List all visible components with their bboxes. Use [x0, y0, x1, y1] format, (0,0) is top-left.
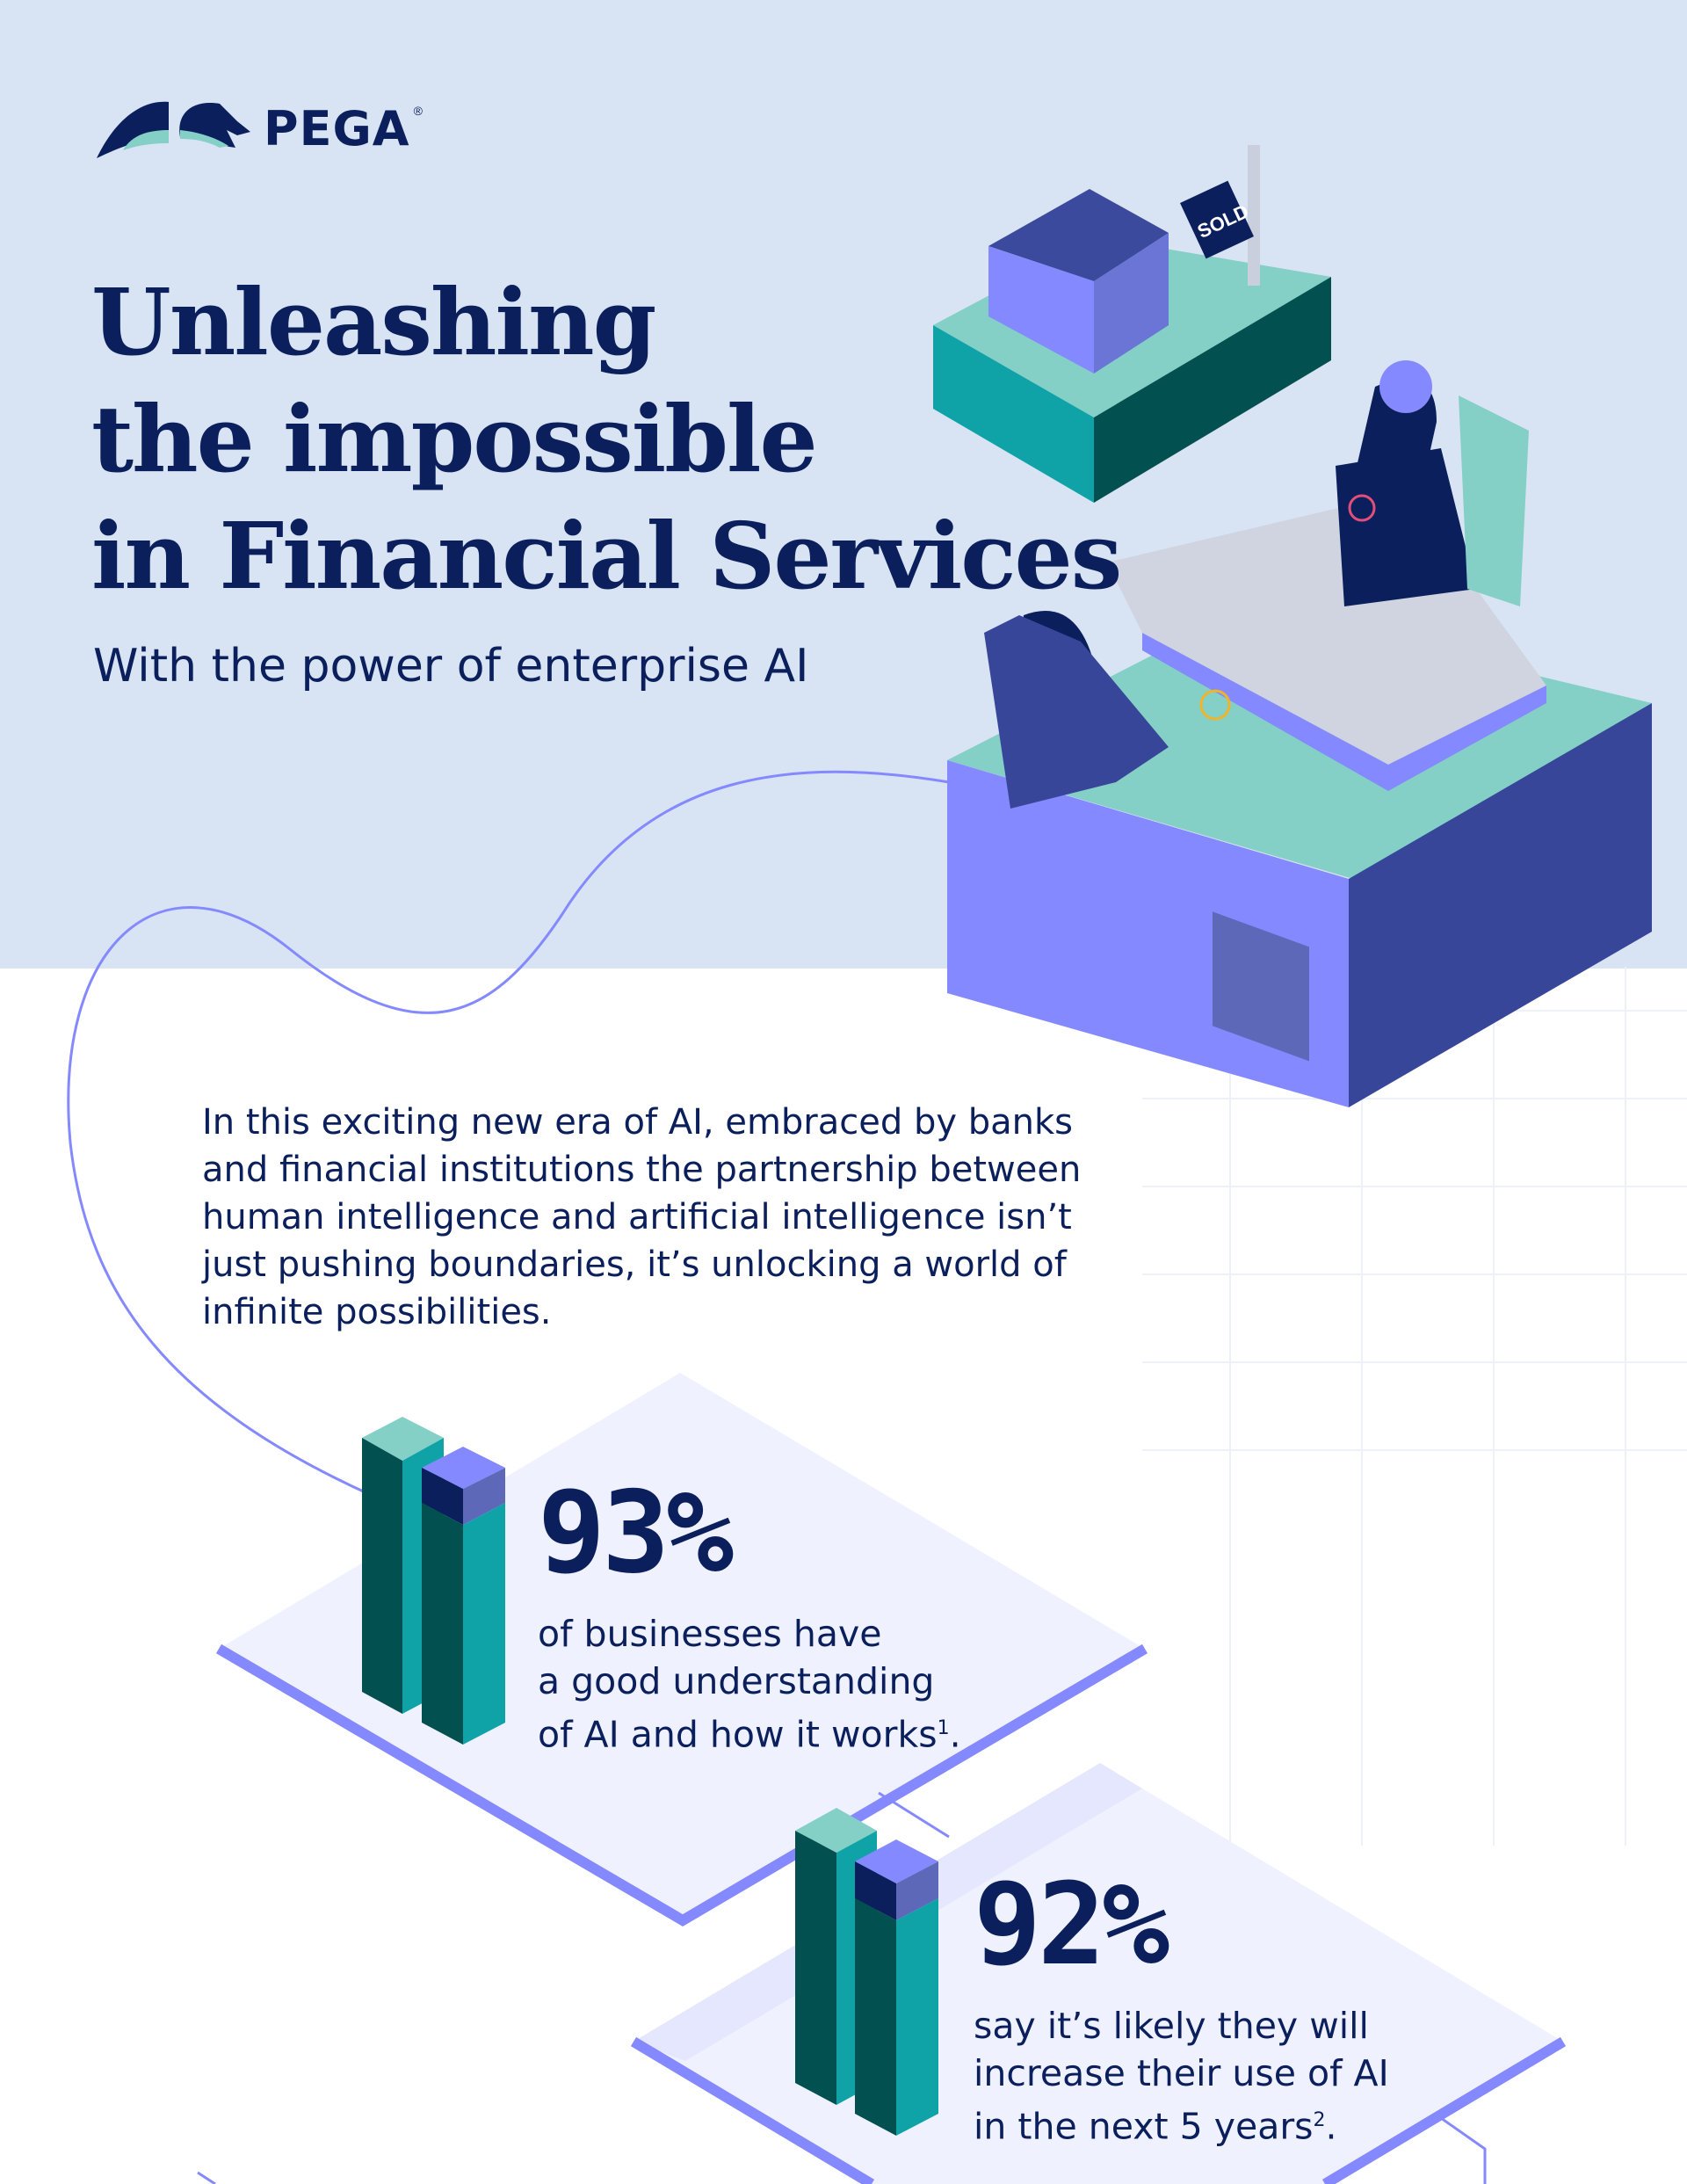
- background-grid: [1142, 967, 1687, 1846]
- stat-line: say it’s likely they will: [974, 2005, 1369, 2047]
- stat-line: of businesses have: [538, 1613, 882, 1655]
- logo-wordmark: PEGA: [264, 100, 410, 156]
- stat-value: 92%: [974, 1860, 1169, 1991]
- pega-logo[interactable]: PEGA ®: [97, 95, 423, 162]
- title-line: Unleashing: [91, 268, 656, 376]
- stat-line: in the next 5 years: [974, 2105, 1314, 2148]
- page-title: Unleashing the impossible in Financial S…: [91, 264, 1122, 614]
- bar-stack-icon-2: [795, 1808, 938, 2136]
- stat-line: of AI and how it works: [538, 1713, 938, 1756]
- stat-period: .: [949, 1713, 961, 1756]
- stat-line: a good understanding: [538, 1660, 935, 1702]
- stat-description: say it’s likely they will increase their…: [974, 2002, 1389, 2151]
- registered-mark: ®: [413, 104, 423, 118]
- stat-line: increase their use of AI: [974, 2052, 1389, 2094]
- house-illustration: SOLD: [933, 145, 1331, 503]
- stat-panel-1: [215, 1373, 1148, 1926]
- pega-horse-icon: [97, 101, 250, 158]
- stat-value: 93%: [538, 1468, 734, 1599]
- stat-period: .: [1325, 2105, 1337, 2148]
- footnote-ref: 2: [1313, 2109, 1326, 2131]
- connector-line: [67, 770, 950, 1496]
- intro-paragraph: In this exciting new era of AI, embraced…: [202, 1102, 1082, 1332]
- office-illustration: [947, 360, 1652, 1107]
- stat-description: of businesses have a good understanding …: [538, 1610, 961, 1759]
- title-line: in Financial Services: [91, 502, 1122, 610]
- stat-92: 92% say it’s likely they will increase t…: [974, 1868, 1389, 2151]
- stat-93: 93% of businesses have a good understand…: [538, 1477, 961, 1759]
- page-subtitle: With the power of enterprise AI: [93, 640, 809, 693]
- title-line: the impossible: [91, 385, 818, 493]
- bar-stack-icon-1: [362, 1417, 505, 1745]
- footnote-ref: 1: [937, 1717, 950, 1739]
